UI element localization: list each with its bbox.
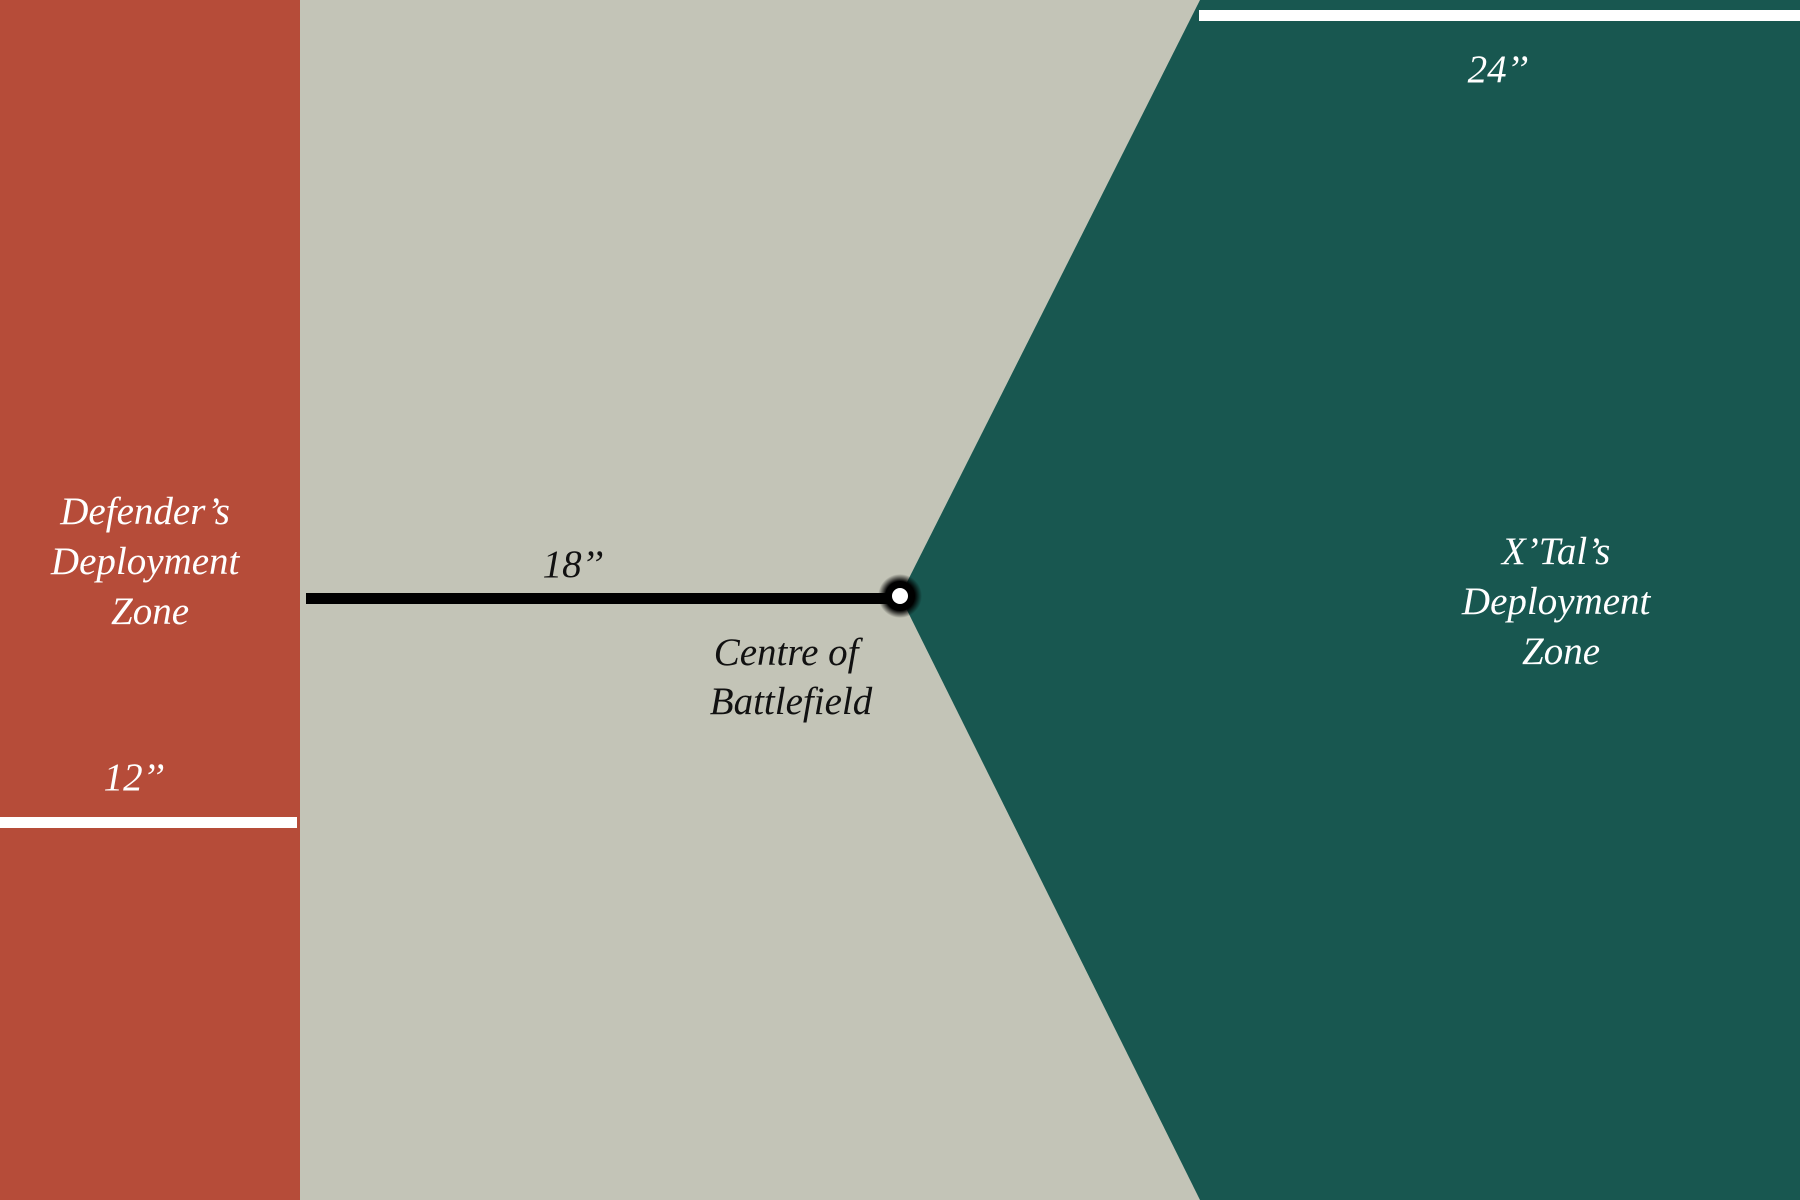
xtal-zone-label-line: Deployment	[1461, 580, 1652, 623]
centre-distance-measure-line	[306, 593, 900, 604]
xtal-width-measure-line	[1199, 10, 1800, 21]
xtal-width-label: 24’’	[1468, 48, 1529, 91]
xtal-deployment-zone	[900, 0, 1800, 1200]
centre-label-line: Battlefield	[710, 680, 873, 723]
defender-zone-label: Defender’s Deployment Zone	[50, 490, 249, 633]
centre-marker-icon	[878, 574, 922, 618]
centre-label-line: Centre of	[714, 631, 864, 674]
xtal-zone-label-line: X’Tal’s	[1500, 530, 1610, 573]
defender-deployment-zone	[0, 0, 300, 1200]
xtal-zone-label: X’Tal’s Deployment Zone	[1461, 530, 1660, 673]
defender-zone-label-line: Defender’s	[59, 490, 230, 533]
defender-zone-label-line: Deployment	[50, 540, 241, 583]
defender-depth-measure-line	[0, 817, 297, 828]
centre-label: Centre of Battlefield	[710, 631, 873, 723]
defender-zone-label-line: Zone	[111, 590, 189, 633]
xtal-zone-label-line: Zone	[1522, 630, 1600, 673]
centre-distance-label: 18’’	[543, 543, 604, 586]
defender-depth-label: 12’’	[104, 756, 165, 799]
